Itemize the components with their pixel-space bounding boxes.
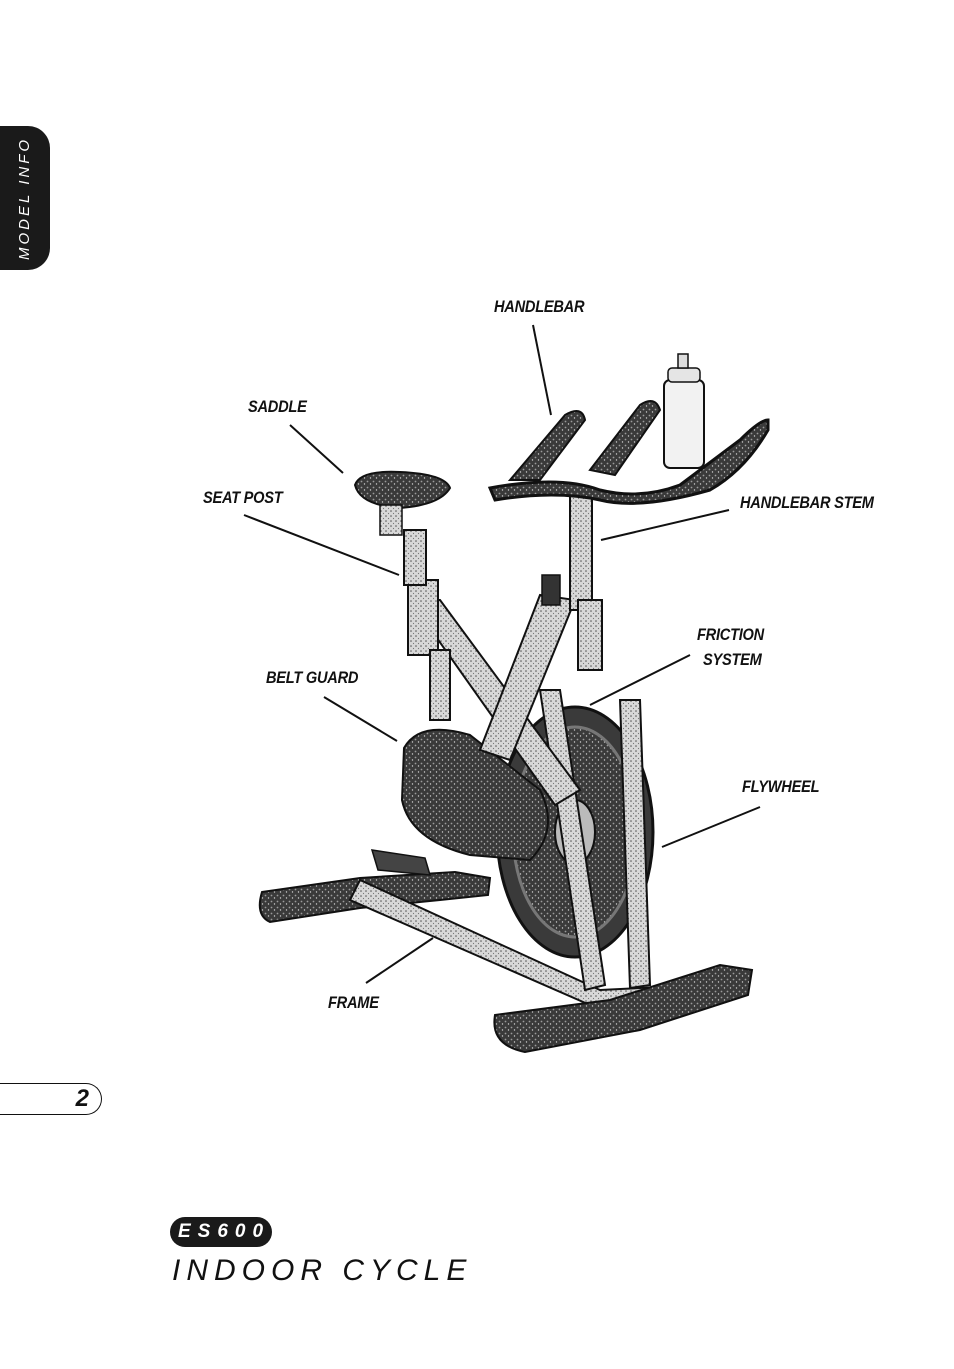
seat-post-leader-line [243, 514, 400, 576]
saddle-leader-line [289, 424, 344, 474]
page-number-tab: 2 [0, 1083, 102, 1115]
page-number: 2 [75, 1085, 89, 1112]
friction-system-leader-line [589, 654, 691, 706]
product-name: INDOOR CYCLE [172, 1254, 473, 1287]
frame-label: FRAME [328, 993, 379, 1012]
handlebar-leader-line [532, 324, 552, 416]
flywheel-leader-line [661, 806, 761, 848]
belt-guard-label: BELT GUARD [266, 668, 359, 687]
seat-post-label: SEAT POST [203, 488, 283, 507]
bike-illustration [258, 353, 770, 1054]
frame-leader-line [365, 937, 434, 984]
friction-system-label-line2: SYSTEM [703, 650, 762, 669]
saddle-label: SADDLE [248, 397, 307, 416]
section-tab: MODEL INFO [0, 126, 50, 270]
handlebar-stem-label: HANDLEBAR STEM [740, 493, 874, 512]
handlebar-label: HANDLEBAR [494, 297, 585, 316]
model-number: ES600 [177, 1221, 271, 1242]
flywheel-label: FLYWHEEL [742, 777, 820, 796]
belt-guard-leader-line [323, 696, 398, 742]
friction-system-label-line1: FRICTION [697, 625, 764, 644]
handlebar-stem-leader-line [600, 509, 730, 541]
model-badge: ES600 [170, 1217, 272, 1247]
leader-lines [243, 324, 761, 984]
